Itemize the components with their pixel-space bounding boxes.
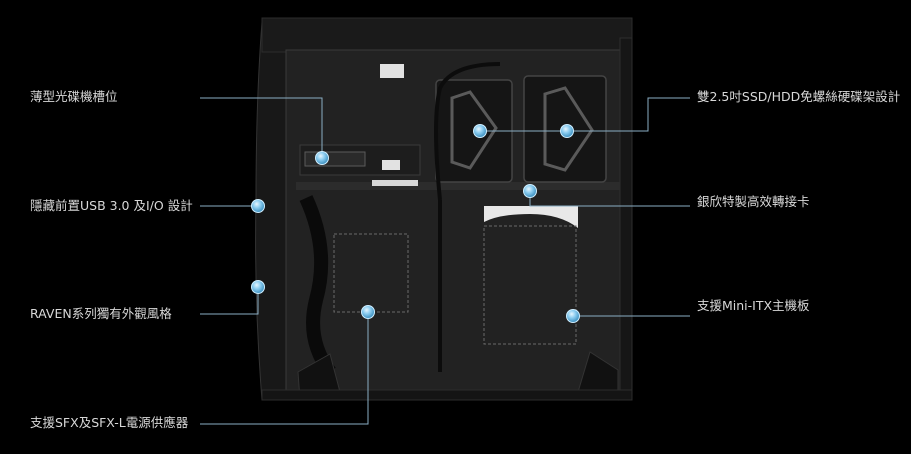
psu-zone bbox=[333, 233, 409, 313]
hotspot-dot-icon[interactable] bbox=[560, 124, 574, 138]
case-front-panel bbox=[255, 21, 293, 401]
riser-cable bbox=[434, 62, 501, 201]
white-tab-2 bbox=[382, 160, 400, 170]
pc-case bbox=[255, 17, 633, 401]
case-right-rail bbox=[619, 37, 633, 399]
white-tab-1 bbox=[380, 64, 404, 78]
case-divider bbox=[296, 182, 620, 190]
callout-optical-bay: 薄型光碟機槽位 bbox=[30, 89, 118, 104]
hotspot-dot-icon[interactable] bbox=[251, 199, 265, 213]
hotspot-dot-icon[interactable] bbox=[473, 124, 487, 138]
motherboard-zone bbox=[483, 225, 577, 345]
riser-card bbox=[484, 206, 578, 228]
psu-cables bbox=[299, 195, 336, 377]
hotspot-dot-icon[interactable] bbox=[566, 309, 580, 323]
callout-riser-card: 銀欣特製高效轉接卡 bbox=[697, 194, 810, 209]
leader-line-optical bbox=[200, 97, 323, 158]
hotspot-dot-icon[interactable] bbox=[251, 280, 265, 294]
case-top bbox=[261, 17, 633, 53]
drive-cage-right-detail bbox=[543, 86, 594, 172]
case-bottom bbox=[261, 389, 633, 401]
optical-slot bbox=[304, 151, 366, 167]
hotspots bbox=[251, 124, 580, 323]
leader-line-psu bbox=[200, 312, 369, 425]
hotspot-dot-icon[interactable] bbox=[361, 305, 375, 319]
callout-front-io: 隱藏前置USB 3.0 及I/O 設計 bbox=[30, 198, 193, 213]
callout-psu-support: 支援SFX及SFX-L電源供應器 bbox=[30, 415, 189, 430]
callout-ssd-cage: 雙2.5吋SSD/HDD免螺絲硬碟架設計 bbox=[697, 89, 901, 104]
white-sticker bbox=[372, 180, 418, 186]
callout-mini-itx: 支援Mini-ITX主機板 bbox=[697, 298, 810, 313]
drive-cage-left-detail bbox=[450, 90, 498, 170]
leader-line-raven bbox=[200, 287, 259, 315]
hotspot-dot-icon[interactable] bbox=[315, 151, 329, 165]
hotspot-dot-icon[interactable] bbox=[523, 184, 537, 198]
callout-raven-style: RAVEN系列獨有外觀風格 bbox=[30, 306, 172, 321]
